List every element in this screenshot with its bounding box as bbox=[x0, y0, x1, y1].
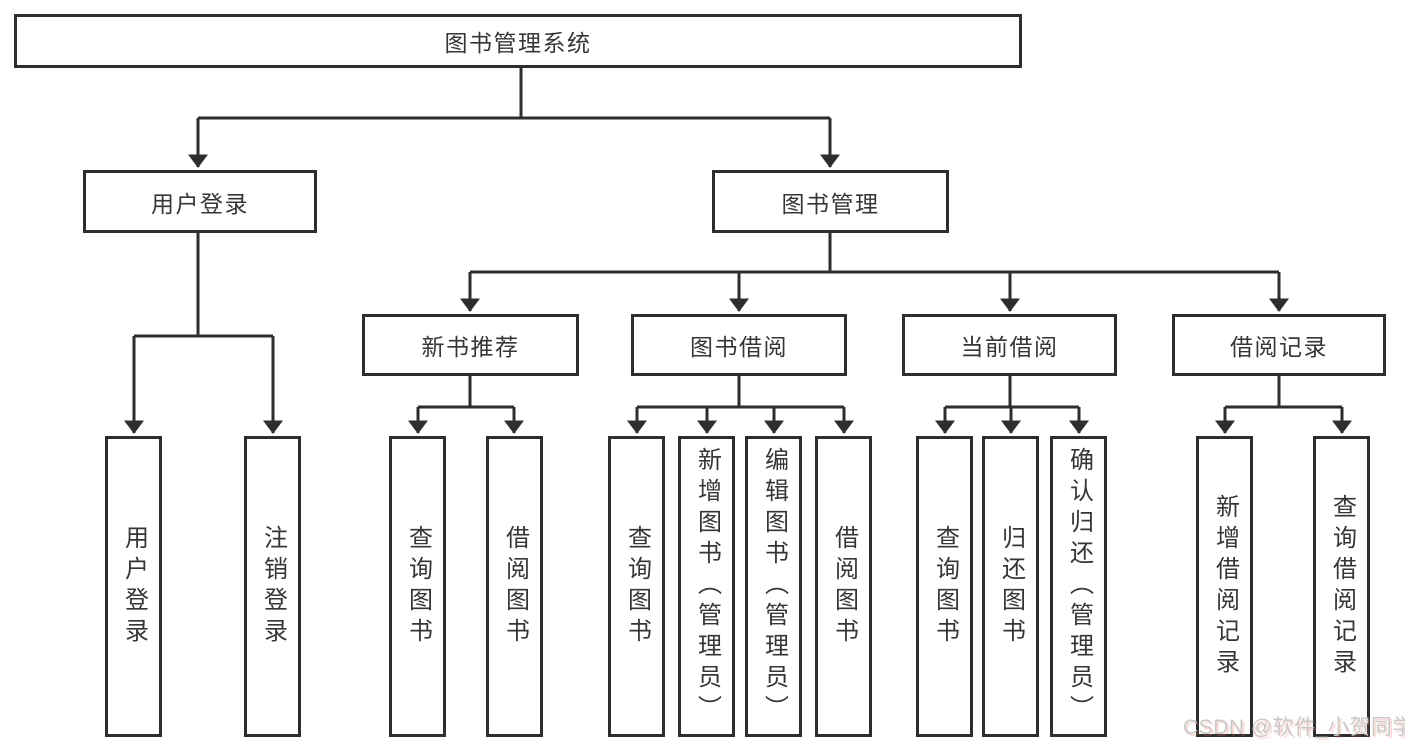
node-user-login-leaf: 用户登录 bbox=[105, 436, 162, 737]
node-borrow-books-borrow: 借阅图书 bbox=[815, 436, 872, 737]
node-query-books-recommend-label: 查询图书 bbox=[404, 524, 432, 649]
node-confirm-return-admin: 确认归还（管理员） bbox=[1050, 436, 1107, 737]
node-query-books-borrow-label: 查询图书 bbox=[623, 524, 651, 649]
node-return-book-label: 归还图书 bbox=[997, 524, 1025, 649]
node-new-book-recommend-label: 新书推荐 bbox=[421, 334, 520, 360]
node-new-book-recommend: 新书推荐 bbox=[362, 314, 579, 376]
node-root-label: 图书管理系统 bbox=[444, 30, 592, 56]
node-root: 图书管理系统 bbox=[14, 14, 1022, 68]
node-edit-book-admin: 编辑图书（管理员） bbox=[745, 436, 802, 737]
node-borrow-books-borrow-label: 借阅图书 bbox=[830, 524, 858, 649]
node-book-borrow-label: 图书借阅 bbox=[690, 334, 788, 360]
node-current-borrow-label: 当前借阅 bbox=[960, 334, 1059, 360]
node-confirm-return-admin-label: 确认归还（管理员） bbox=[1065, 447, 1093, 726]
node-add-book-admin-label: 新增图书（管理员） bbox=[693, 447, 721, 726]
node-user-login: 用户登录 bbox=[83, 170, 317, 233]
node-query-borrow-record: 查询借阅记录 bbox=[1313, 436, 1370, 737]
node-logout-leaf-label: 注销登录 bbox=[259, 524, 287, 649]
node-add-borrow-record: 新增借阅记录 bbox=[1196, 436, 1253, 737]
node-query-books-current-label: 查询图书 bbox=[931, 524, 959, 649]
node-borrow-books-recommend-label: 借阅图书 bbox=[501, 524, 529, 649]
node-user-login-leaf-label: 用户登录 bbox=[120, 524, 148, 649]
node-book-management: 图书管理 bbox=[712, 170, 949, 233]
node-query-books-current: 查询图书 bbox=[916, 436, 973, 737]
node-book-borrow: 图书借阅 bbox=[631, 314, 847, 376]
node-user-login-label: 用户登录 bbox=[151, 190, 249, 217]
node-query-books-recommend: 查询图书 bbox=[389, 436, 446, 737]
node-current-borrow: 当前借阅 bbox=[902, 314, 1117, 376]
csdn-watermark: CSDN @软件_小贺同学 bbox=[1183, 716, 1405, 739]
node-query-books-borrow: 查询图书 bbox=[608, 436, 665, 737]
node-return-book: 归还图书 bbox=[982, 436, 1039, 737]
node-logout-leaf: 注销登录 bbox=[244, 436, 301, 737]
node-add-book-admin: 新增图书（管理员） bbox=[678, 436, 735, 737]
node-book-management-label: 图书管理 bbox=[781, 190, 880, 217]
node-borrow-records-label: 借阅记录 bbox=[1230, 334, 1328, 360]
node-query-borrow-record-label: 查询借阅记录 bbox=[1328, 493, 1356, 680]
node-borrow-books-recommend: 借阅图书 bbox=[486, 436, 543, 737]
node-borrow-records: 借阅记录 bbox=[1172, 314, 1386, 376]
node-edit-book-admin-label: 编辑图书（管理员） bbox=[760, 447, 788, 726]
node-add-borrow-record-label: 新增借阅记录 bbox=[1211, 493, 1239, 680]
